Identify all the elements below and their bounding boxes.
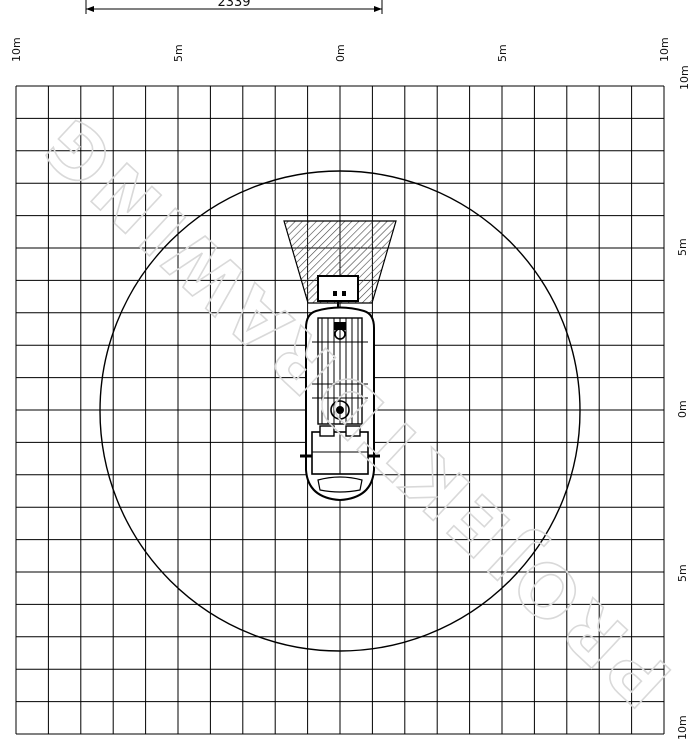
boom-pivot [330,400,350,420]
top-label-0m: 0m [334,44,347,62]
boom-outline [317,317,363,425]
right-label-top-5m: 5m [676,238,689,256]
top-label-right-5m: 5m [496,44,509,62]
platform-work-area [283,220,397,304]
vehicle-top-view [300,306,380,502]
working-range-circle [99,170,581,652]
right-label-bottom-10m: 10m [676,715,689,740]
right-label-top-10m: 10m [678,65,691,90]
top-label-right-10m: 10m [658,37,671,62]
boom-structure [321,318,359,424]
platform-basket [317,275,359,312]
top-label-left-5m: 5m [172,44,185,62]
right-axis-labels: 10m 5m 0m 5m 10m [676,65,691,740]
right-label-0m: 0m [676,400,689,418]
dimension-line: 2339 [85,0,383,14]
dimension-value: 2339 [217,0,250,10]
top-axis-labels: 10m 5m 0m 5m 10m [10,37,671,62]
top-label-left-10m: 10m [10,37,23,62]
right-label-bottom-5m: 5m [676,564,689,582]
